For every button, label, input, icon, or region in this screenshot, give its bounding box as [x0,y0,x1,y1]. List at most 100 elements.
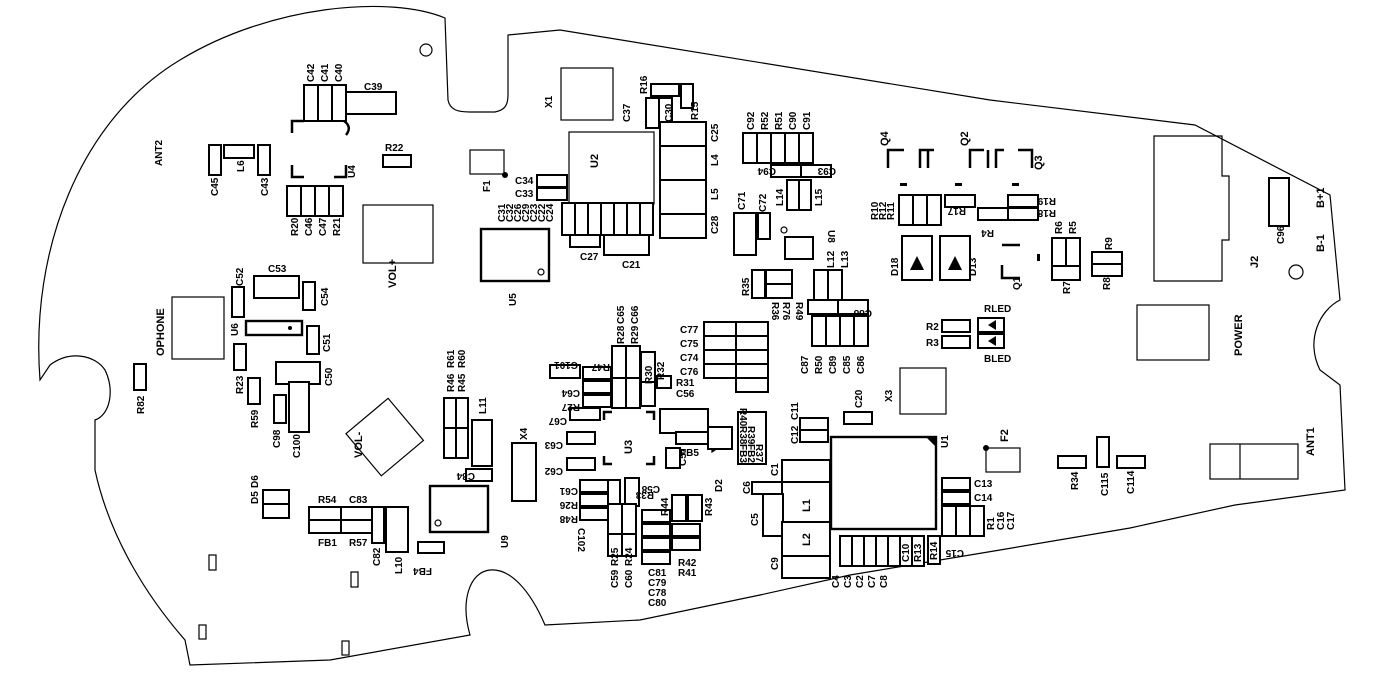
cap-c23 [613,202,628,236]
label: C9 [770,557,781,570]
label: L1 [801,499,813,512]
label: R76 [780,302,791,321]
cap-c66 [625,377,641,409]
crystal-x3 [899,367,947,415]
antenna-ant1 [1209,443,1299,480]
label: C71 [737,191,748,210]
label: D5 [250,491,261,504]
res-r50 [825,315,841,347]
res-fb-block [737,411,767,465]
res-r15 [680,83,694,109]
label: C33 [515,189,534,200]
label: VOL+ [387,259,399,288]
cap-c91 [798,132,814,164]
label: C15 [945,547,964,558]
board-slot [341,640,350,656]
label: C98 [272,429,283,448]
label: Q2 [959,131,971,146]
res-r43 [687,494,703,522]
res-r13 [911,535,925,567]
cap-c92 [742,132,758,164]
label: FB4 [413,565,432,576]
label: R19 [1037,195,1056,206]
label: C12 [790,425,801,444]
label: R29 [630,325,641,344]
label: FB1 [318,538,337,549]
label: C92 [746,111,757,130]
diode-d6 [262,503,290,519]
label: R32 [656,361,667,380]
f2-marker [983,445,989,451]
label: C27 [580,252,599,263]
res-r5 [1065,237,1081,267]
u4-outline [290,119,350,179]
cap-c98 [273,394,287,424]
q-dot [900,183,907,186]
label: J2 [1249,256,1261,268]
switch-vol-minus [345,397,425,477]
label: C89 [828,355,839,374]
cap-c11 [799,429,829,443]
switch-vol-plus [362,204,434,264]
label: C37 [622,103,633,122]
cap-c76 [703,363,737,379]
q1-dot [1037,254,1040,261]
res-r52 [756,132,772,164]
label: L14 [775,188,786,206]
label: C40 [334,63,345,82]
label: L6 [236,160,247,172]
label: U8 [825,230,836,243]
label: R49 [793,302,804,321]
label: R44 [660,497,671,516]
label: L10 [394,556,405,574]
label: R11 [886,202,897,220]
label: ANT2 [154,139,165,166]
res-r61 [443,427,457,459]
label: R5 [1068,221,1079,234]
mount-hole-top [419,43,433,57]
cap-c5 [762,493,784,537]
label: C59 [610,569,621,588]
cap-c53 [253,275,300,299]
label: C101 [554,359,578,370]
label: C64 [561,387,580,398]
u1-pin1-mark [926,437,936,447]
ind-l12 [813,269,829,301]
label: VOL- [353,431,365,458]
cap-c41 [317,84,333,122]
label: C4 [831,575,842,588]
label: R7 [1062,281,1073,294]
res-r48 [579,507,609,521]
res-r18 [1007,207,1039,221]
label: R10 [870,201,881,220]
chip-u8 [784,236,814,260]
cap-c37 [645,97,660,129]
label: R8 [1102,277,1113,290]
cap-c31 [561,202,576,236]
cap-c33 [536,187,568,201]
label: C11 [790,402,801,420]
res-r17 [944,194,976,208]
fb-fb1 [308,519,342,534]
res-r36 [765,269,793,285]
res-r46 [443,397,457,429]
bled-symbol [988,336,996,346]
label: L13 [840,250,851,268]
label: R42 [678,558,697,569]
res-r9 [1091,251,1123,265]
label: R47 [591,361,610,372]
ind-l2 [781,521,831,557]
label: R33 [635,489,654,500]
label: POWER [1233,314,1245,356]
label: C67 [548,415,567,426]
label: C57 [678,447,689,466]
label: C88 [853,307,872,318]
label: C85 [842,355,853,374]
cap-c42 [303,84,319,122]
board-outline [38,5,1346,666]
cap-c8 [887,535,901,567]
cap-c9 [781,555,831,579]
cap-c47 [314,185,330,217]
cap-c90 [784,132,800,164]
cap-c61 [579,479,609,493]
